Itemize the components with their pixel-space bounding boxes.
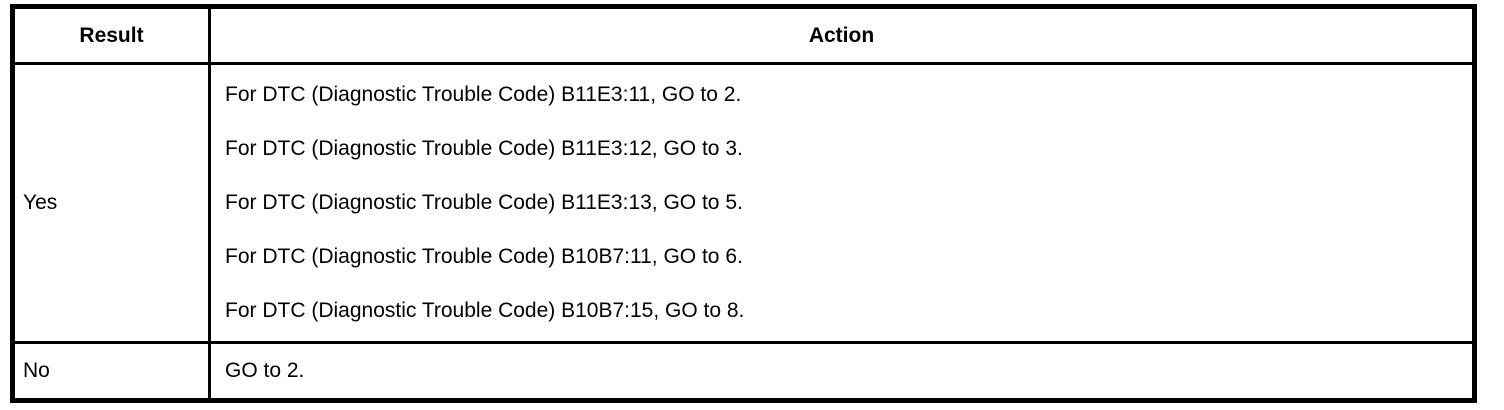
result-cell-no: No — [15, 344, 211, 398]
action-line-dtc-b10b7-15: For DTC (Diagnostic Trouble Code) B10B7:… — [225, 299, 745, 322]
result-header-label: Result — [79, 23, 144, 47]
action-line-dtc-b10b7-11: For DTC (Diagnostic Trouble Code) B10B7:… — [225, 245, 743, 268]
result-value-no: No — [23, 359, 50, 382]
action-line-dtc-b11e3-11: For DTC (Diagnostic Trouble Code) B11E3:… — [225, 83, 742, 106]
action-line-dtc-b11e3-12: For DTC (Diagnostic Trouble Code) B11E3:… — [225, 137, 743, 160]
action-line-dtc-b11e3-13: For DTC (Diagnostic Trouble Code) B11E3:… — [225, 191, 743, 214]
result-action-table: Result Action Yes For DTC (Diagnostic Tr… — [10, 4, 1477, 403]
action-header-label: Action — [808, 23, 875, 47]
result-column-header: Result — [15, 9, 211, 65]
action-cell-yes: For DTC (Diagnostic Trouble Code) B11E3:… — [211, 65, 1472, 344]
result-value-yes: Yes — [23, 191, 58, 214]
action-line-no: GO to 2. — [225, 359, 305, 382]
action-column-header: Action — [211, 9, 1472, 65]
result-cell-yes: Yes — [15, 65, 211, 344]
action-cell-no: GO to 2. — [211, 344, 1472, 398]
